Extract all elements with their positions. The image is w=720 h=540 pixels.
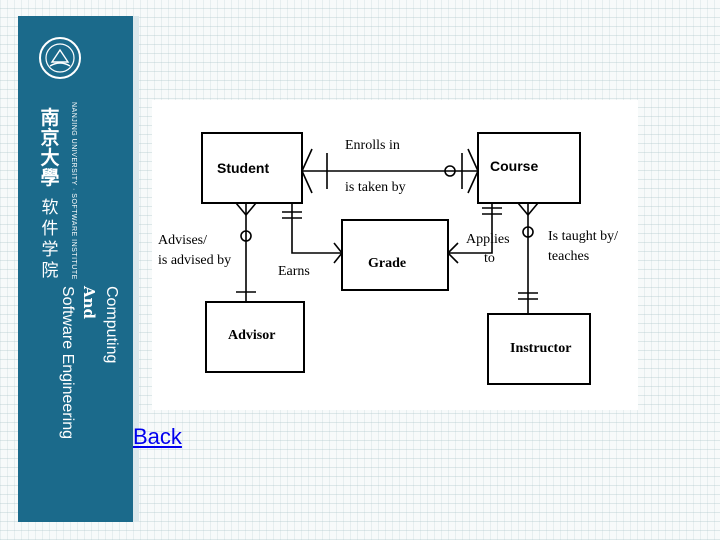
label-is-taken-by: is taken by [345,180,406,195]
crowfoot-student-upper [301,148,313,172]
crowfoot-course-upper [467,148,479,172]
crowfoot-applies-lower [447,252,459,264]
rel-line-earns [291,203,342,254]
department-title: Computing And Software Engineering [56,286,122,521]
crowfoot-student-lower [301,170,313,194]
crowfoot-taught-left [517,202,529,216]
entity-grade [341,219,449,291]
label-teaches: teaches [548,249,589,264]
label-to: to [484,251,495,266]
label-earns: Earns [278,264,310,279]
er-diagram: Student Course Grade Advisor Instructor … [158,132,618,385]
department-title-and: And [80,286,98,320]
crowfoot-advises-right [245,202,257,216]
university-name-english: NANJING UNIVERSITY · SOFTWARE INSTITUTE [70,102,77,280]
label-advisor: Advisor [228,328,275,343]
entity-student [201,132,303,204]
department-title-line1: Computing [103,286,120,364]
label-is-taught-by: Is taught by/ [548,229,618,244]
entity-instructor [487,313,591,385]
sidebar-banner: 南京大學 NANJING UNIVERSITY · SOFTWARE INSTI… [18,16,133,522]
crowfoot-grade-upper [333,242,343,254]
university-logo-icon [39,37,81,79]
entity-advisor [205,301,305,373]
crowfoot-grade-lower [333,252,343,264]
crowfoot-advises-left [235,202,247,216]
crowfoot-course-lower [467,170,479,194]
circle-course-enrolls [444,165,456,177]
department-name-chinese: 软件学院 [41,198,59,281]
university-name-chinese: 南京大學 [40,107,60,189]
label-applies: Applies [466,232,510,247]
back-link[interactable]: Back [133,424,182,449]
label-student: Student [217,160,269,176]
crowfoot-applies-upper [447,242,459,254]
circle-advises [240,230,252,242]
label-instructor: Instructor [510,341,571,356]
sidebar-shadow [133,16,139,522]
rel-line-applies [448,203,493,254]
crowfoot-taught-right [527,202,539,216]
label-is-advised-by: is advised by [158,253,231,268]
diagram-panel: Student Course Grade Advisor Instructor … [152,100,638,410]
label-grade: Grade [368,256,406,271]
label-course: Course [490,158,538,174]
label-enrolls-in: Enrolls in [345,138,400,153]
department-title-line2: Software Engineering [59,286,76,439]
entity-course [477,132,581,204]
circle-taught [522,226,534,238]
label-advises: Advises/ [158,233,207,248]
